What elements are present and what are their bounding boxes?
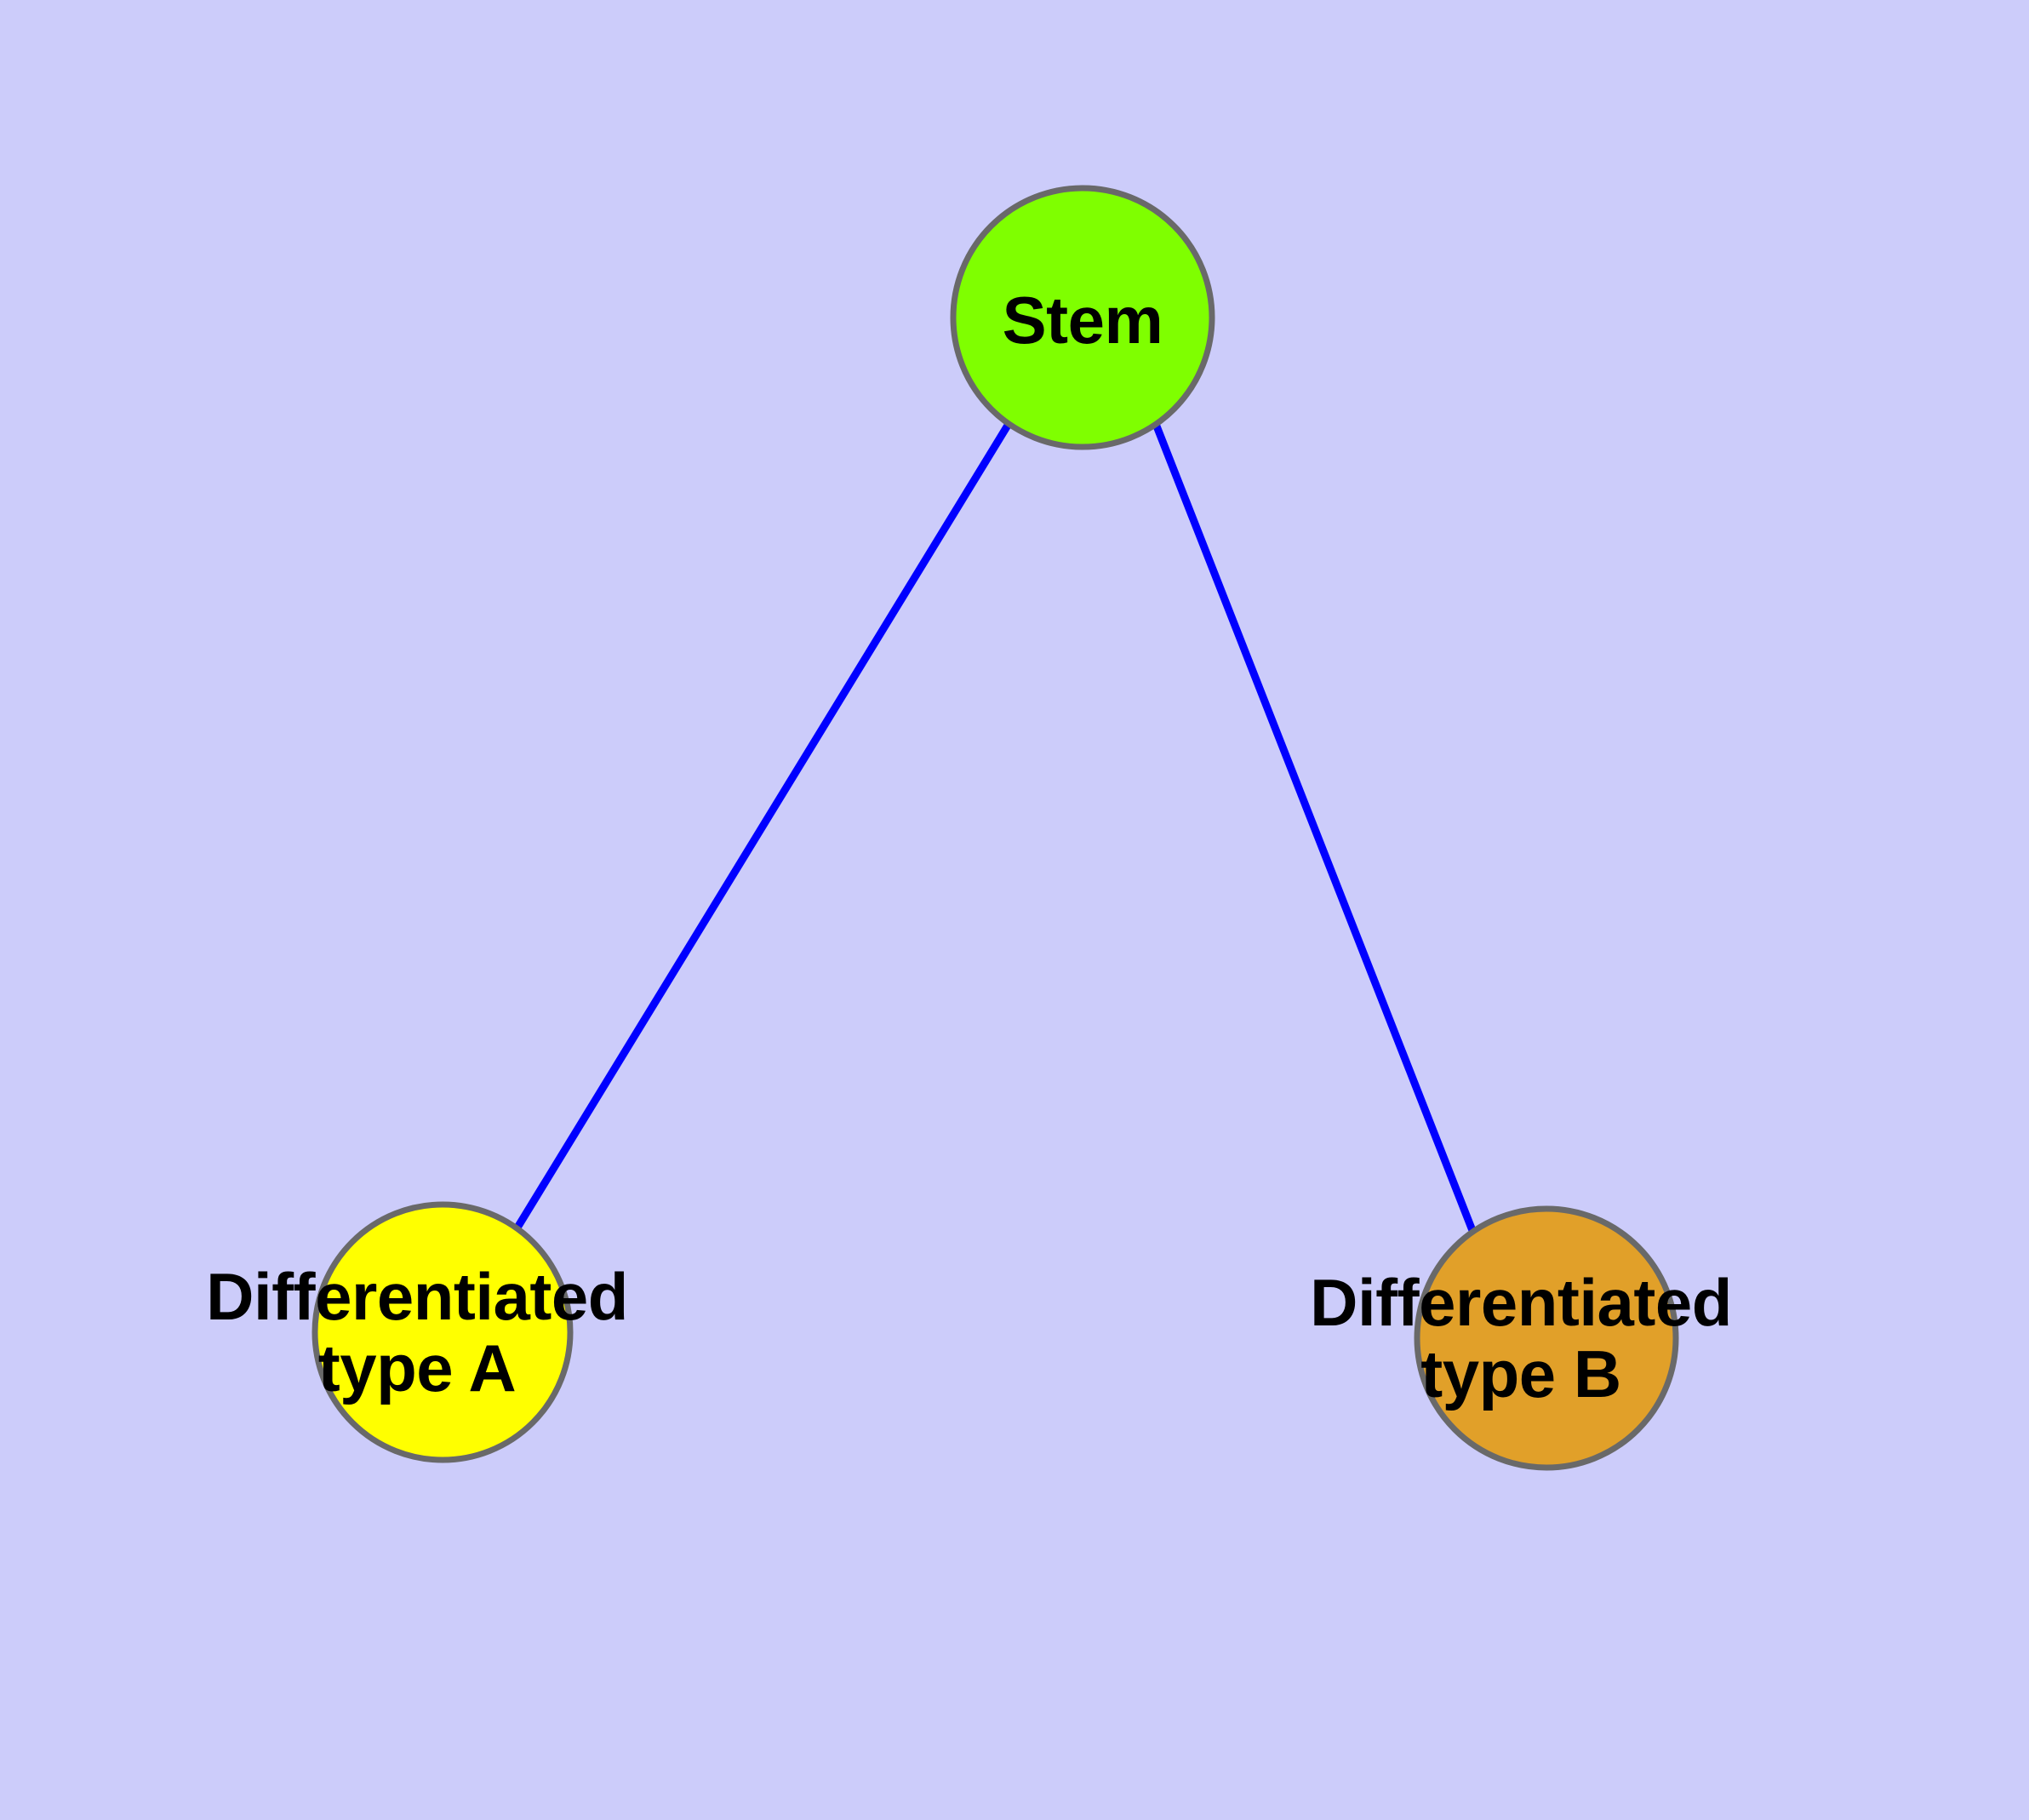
edge-stem-to-differentiated-type-a <box>514 421 1012 1230</box>
node-circle-stem[interactable] <box>950 185 1215 450</box>
edge-stem-to-differentiated-type-b <box>1152 422 1477 1234</box>
node-circle-differentiated-type-b[interactable] <box>1414 1205 1679 1471</box>
node-circle-differentiated-type-a[interactable] <box>311 1201 574 1463</box>
